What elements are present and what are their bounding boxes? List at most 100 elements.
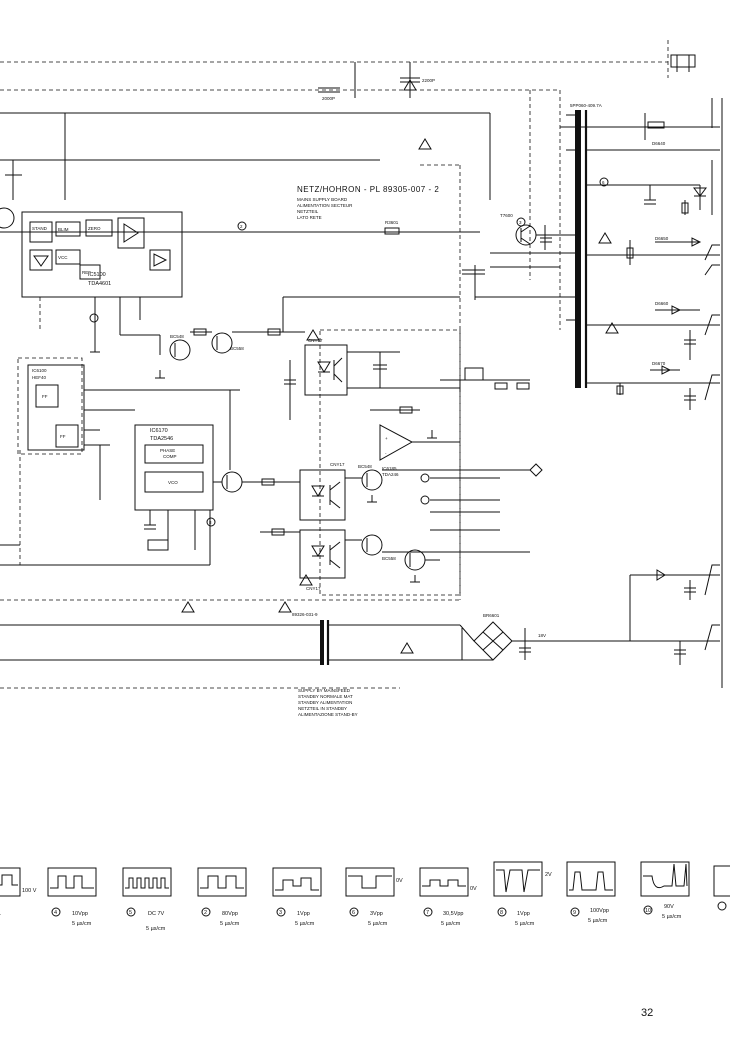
svg-text:2000P: 2000P xyxy=(322,96,335,101)
waveform-8: 2V 8 1Vpp 5 µs/cm xyxy=(493,861,552,927)
opamp-icon: + - xyxy=(379,424,414,461)
waveform-9: 9 100Vpp 5 µs/cm xyxy=(566,861,616,924)
svg-text:4: 4 xyxy=(54,910,57,916)
optocoupler-label: CNY17 xyxy=(308,338,323,343)
svg-text:80Vpp: 80Vpp xyxy=(222,911,238,917)
waveform-strip: 100 V 1 4 10Vpp 5 µs/cm 5 DC 7V 5 µs/cm … xyxy=(0,861,730,932)
transistor-left-icon xyxy=(0,207,15,229)
svg-text:0V: 0V xyxy=(470,886,477,892)
optocoupler-icon xyxy=(304,344,348,396)
svg-text:3: 3 xyxy=(279,910,282,916)
optocoupler-icon xyxy=(299,469,346,521)
svg-text:1: 1 xyxy=(0,911,1,917)
svg-text:9: 9 xyxy=(573,910,576,916)
waveform-5: 5 DC 7V 5 µs/cm xyxy=(122,867,172,932)
svg-text:5 µs/cm: 5 µs/cm xyxy=(368,921,388,927)
svg-text:NETZTEIL IN STANDBY: NETZTEIL IN STANDBY xyxy=(298,706,347,711)
svg-text:5 µs/cm: 5 µs/cm xyxy=(146,926,166,932)
isolation-boundary xyxy=(319,329,461,596)
ic-tda4601: STAND BLIM ZERO VCC REF IC5100 TDA4601 xyxy=(21,211,183,298)
assembly-sublabel: LATO RETE xyxy=(297,215,322,220)
diode-label: D6640 xyxy=(652,141,666,146)
transistor-label: BC548 xyxy=(170,334,184,339)
ic-code-label: IC6185 xyxy=(382,466,397,471)
svg-text:10Vpp: 10Vpp xyxy=(72,911,88,917)
waveform-6: 0V 6 3Vpp 5 µs/cm xyxy=(345,867,403,927)
svg-text:STANDBY NORMALE MAT: STANDBY NORMALE MAT xyxy=(298,694,353,699)
transistor-label: BC548 xyxy=(358,464,372,469)
diode-label: D6650 xyxy=(655,236,669,241)
svg-text:ZERO: ZERO xyxy=(88,226,101,231)
ic-hef40: FF FF IC6100 HEF40 xyxy=(27,364,85,451)
waveform-10: 10 90V 5 µs/cm xyxy=(640,861,690,920)
svg-text:5 µs/cm: 5 µs/cm xyxy=(72,921,92,927)
transformer-label: 5PP060-409.7A xyxy=(570,103,602,108)
svg-text:-: - xyxy=(385,451,387,456)
transformer-label: 89326-031-9 xyxy=(292,612,318,617)
svg-text:10: 10 xyxy=(645,908,651,914)
mains-connector-icon xyxy=(667,40,696,78)
optocoupler-label: CNY17 xyxy=(330,462,345,467)
svg-text:2V: 2V xyxy=(545,872,552,878)
svg-text:30,5Vpp: 30,5Vpp xyxy=(443,911,464,917)
svg-text:FF: FF xyxy=(42,394,48,399)
svg-text:SUPPLY BY MAINSFEED: SUPPLY BY MAINSFEED xyxy=(298,688,351,693)
transistor-label: BC558 xyxy=(230,346,244,351)
svg-text:PHASE: PHASE xyxy=(160,448,175,453)
page-number: 32 xyxy=(641,1007,653,1019)
test-point-markers: 2 3 6 8 xyxy=(206,177,609,527)
svg-text:STAND: STAND xyxy=(32,226,48,231)
ic-tda2546: VCO PHASE COMP IC6170 TDA2546 xyxy=(134,424,214,511)
ic-code-label: IC5100 xyxy=(88,272,106,278)
svg-text:1Vpp: 1Vpp xyxy=(297,911,310,917)
svg-text:0V: 0V xyxy=(396,878,403,884)
svg-text:STANDBY ALIMENTATION: STANDBY ALIMENTATION xyxy=(298,700,352,705)
diode-label: D6670 xyxy=(652,361,666,366)
svg-text:100Vpp: 100Vpp xyxy=(590,908,609,914)
svg-text:5 µs/cm: 5 µs/cm xyxy=(515,921,535,927)
standby-transformer xyxy=(320,620,460,665)
svg-text:3: 3 xyxy=(519,220,522,225)
svg-text:2200P: 2200P xyxy=(422,78,435,83)
assembly-sublabel: MAINS SUPPLY BOARD xyxy=(297,197,348,202)
transistor-label: BC558 xyxy=(382,556,396,561)
svg-text:VCO: VCO xyxy=(168,480,178,485)
svg-text:5 µs/cm: 5 µs/cm xyxy=(588,918,608,924)
svg-text:2: 2 xyxy=(204,910,207,916)
svg-text:FF: FF xyxy=(60,434,66,439)
assembly-label: NETZ/HOHRON - PL 89305-007 - 2 xyxy=(297,185,439,194)
assembly-sublabel: ALIMENTATION SECTEUR xyxy=(297,203,353,208)
main-transformer xyxy=(566,110,720,388)
svg-text:5 µs/cm: 5 µs/cm xyxy=(295,921,315,927)
svg-text:ALIMENTAZIONE STAND-BY: ALIMENTAZIONE STAND-BY xyxy=(298,712,358,717)
waveform-1: 100 V 1 xyxy=(0,867,37,917)
svg-text:1Vpp: 1Vpp xyxy=(517,911,530,917)
optocoupler-icon xyxy=(299,529,346,579)
svg-text:5 µs/cm: 5 µs/cm xyxy=(220,921,240,927)
waveform-partial-right xyxy=(713,865,730,911)
voltage-label: 18V xyxy=(538,633,546,638)
waveform-4: 4 10Vpp 5 µs/cm xyxy=(47,867,97,927)
svg-text:COMP: COMP xyxy=(163,454,177,459)
svg-text:DC 7V: DC 7V xyxy=(148,911,165,917)
waveform-2: 2 80Vpp 5 µs/cm xyxy=(197,867,247,927)
transistor-label: T7600 xyxy=(500,213,513,218)
transistor-bc558-icon xyxy=(211,332,233,354)
svg-text:5: 5 xyxy=(129,910,132,916)
svg-text:+: + xyxy=(385,436,388,441)
optocoupler-label: CNY17 xyxy=(306,586,321,591)
svg-text:BLIM: BLIM xyxy=(58,227,69,232)
waveform-3: 3 1Vpp 5 µs/cm xyxy=(272,867,322,927)
svg-text:100 V: 100 V xyxy=(22,888,37,894)
ic-code-label: IC6100 xyxy=(32,368,47,373)
standby-notes: SUPPLY BY MAINSFEED STANDBY NORMALE MAT … xyxy=(298,688,358,717)
ic-code-label: IC6170 xyxy=(150,428,168,434)
assembly-sublabel: NETZTEIL xyxy=(297,209,319,214)
warning-triangle-icon xyxy=(181,79,619,654)
bridge-label: BR6601 xyxy=(483,613,500,618)
svg-text:5 µs/cm: 5 µs/cm xyxy=(662,914,682,920)
diode-label: D6660 xyxy=(655,301,669,306)
svg-text:REF: REF xyxy=(82,270,91,275)
svg-text:8: 8 xyxy=(500,910,503,916)
